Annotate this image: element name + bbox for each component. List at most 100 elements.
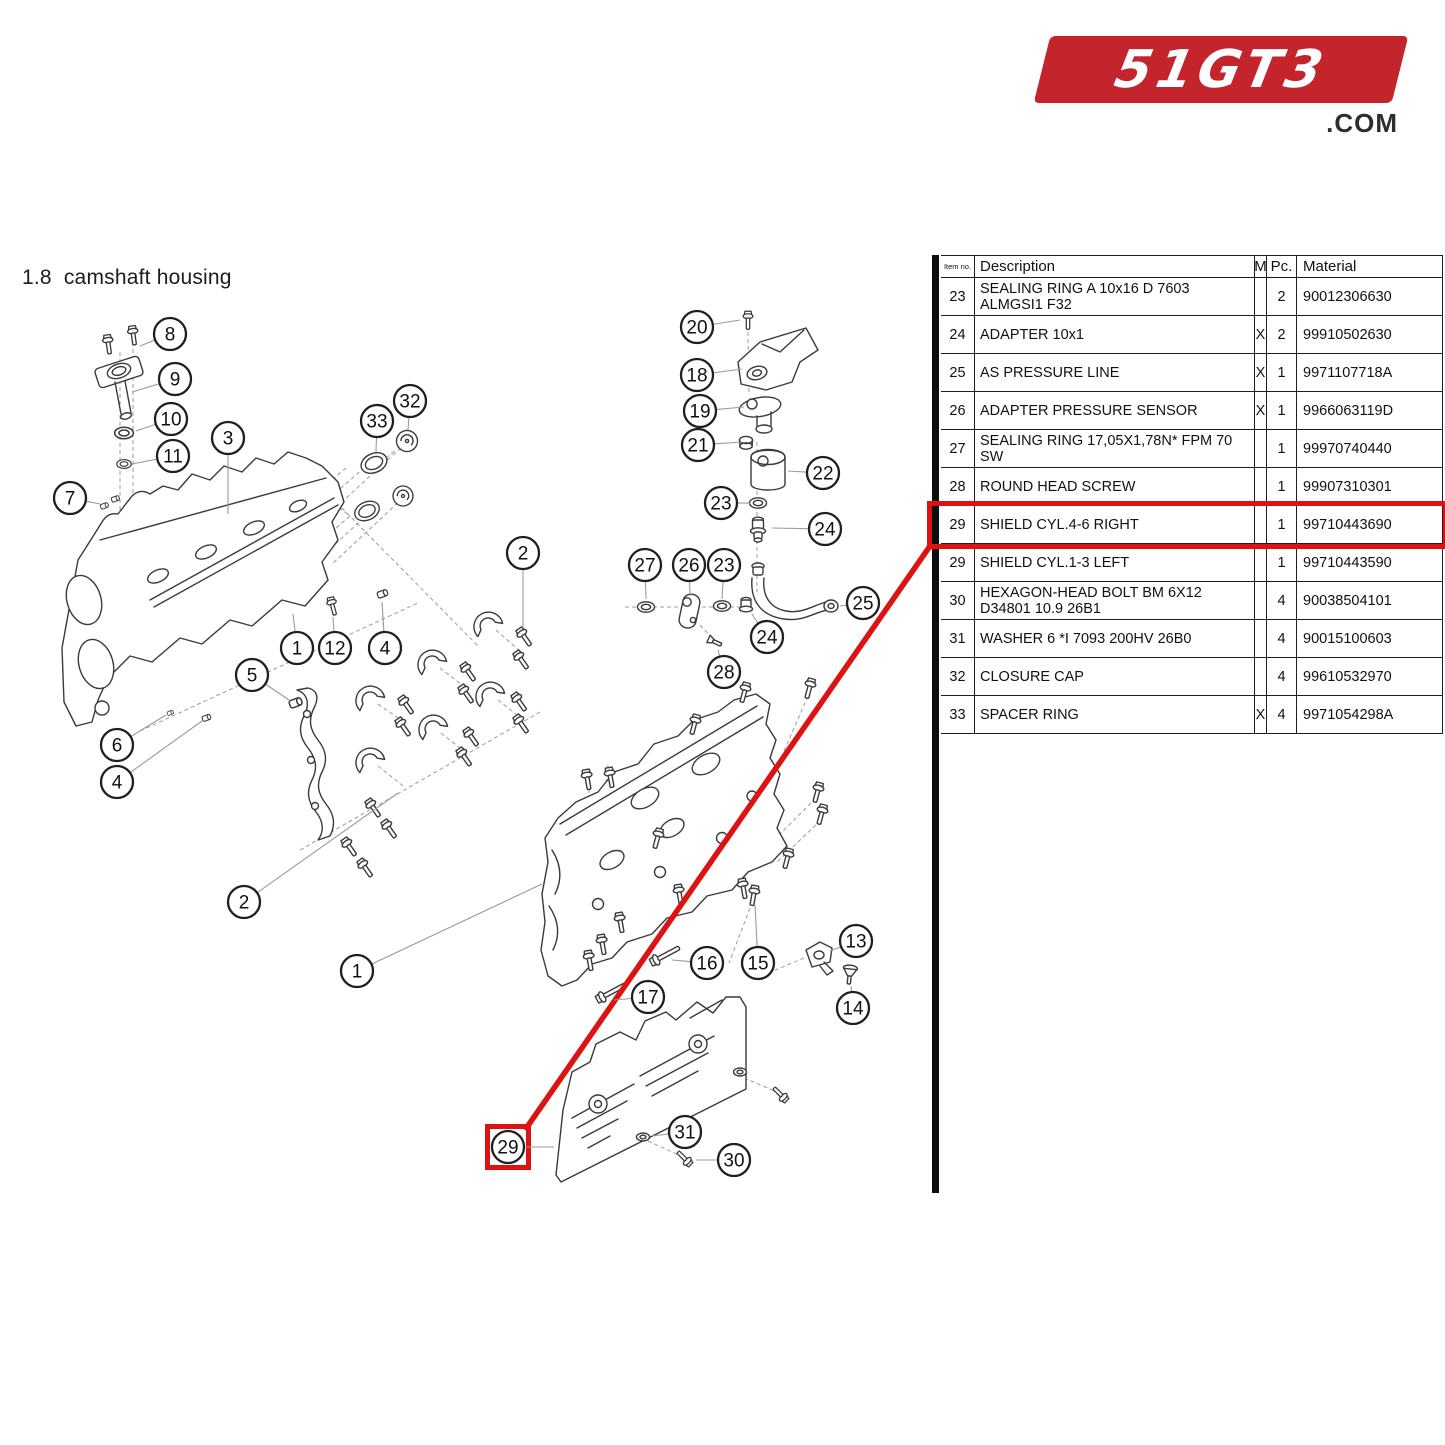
leader-line (671, 959, 691, 963)
adapter-fitting-lower (738, 596, 754, 613)
svg-text:19: 19 (689, 402, 710, 423)
pressure-line-assembly (636, 310, 839, 647)
callout-21: 21 (680, 427, 716, 463)
callout-27: 27 (627, 547, 663, 583)
cell-m (1255, 544, 1267, 582)
callout-17: 17 (630, 979, 666, 1015)
leader-line (86, 500, 101, 505)
cell-desc: SEALING RING A 10x16 D 7603 ALMGSI1 F32 (975, 278, 1255, 316)
callout-12: 12 (317, 630, 353, 666)
cell-m (1255, 658, 1267, 696)
svg-text:10: 10 (160, 410, 181, 431)
svg-text:1: 1 (352, 962, 363, 983)
callout-14: 14 (835, 990, 871, 1026)
cell-desc: SEALING RING 17,05X1,78N* FPM 70 SW (975, 430, 1255, 468)
pressure-line-pipe (751, 562, 839, 621)
svg-text:29: 29 (497, 1138, 518, 1159)
callout-1: 1 (339, 953, 375, 989)
callout-13: 13 (838, 923, 874, 959)
callout-1: 1 (279, 630, 315, 666)
cell-pc: 1 (1267, 430, 1297, 468)
cell-item: 32 (941, 658, 975, 696)
svg-text:2: 2 (239, 893, 250, 914)
cell-m (1255, 620, 1267, 658)
leader-line (839, 604, 847, 607)
cell-m (1255, 468, 1267, 506)
leader-line (721, 581, 724, 600)
leader-line (714, 441, 743, 445)
cell-mat: 99610532970 (1297, 658, 1443, 696)
svg-text:2: 2 (518, 544, 529, 565)
callout-26: 26 (671, 547, 707, 583)
svg-text:1: 1 (292, 639, 303, 660)
cell-item: 23 (941, 278, 975, 316)
svg-text:30: 30 (723, 1151, 744, 1172)
callout-4: 4 (367, 630, 403, 666)
svg-text:23: 23 (713, 556, 734, 577)
svg-text:24: 24 (814, 520, 836, 541)
highlight-connector-line (522, 544, 933, 1132)
cell-item: 29 (941, 544, 975, 582)
callout-30: 30 (716, 1142, 752, 1178)
callout-31: 31 (667, 1114, 703, 1150)
callout-6: 6 (99, 727, 135, 763)
svg-text:26: 26 (678, 556, 699, 577)
leader-line (381, 601, 385, 632)
svg-text:14: 14 (842, 999, 864, 1020)
cell-mat: 90012306630 (1297, 278, 1443, 316)
callout-16: 16 (689, 945, 725, 981)
cell-desc: SPACER RING (975, 696, 1255, 734)
cell-pc: 4 (1267, 582, 1297, 620)
callout-2: 2 (505, 535, 541, 571)
svg-text:7: 7 (65, 489, 76, 510)
leader-line (135, 423, 156, 432)
col-header-material: Material (1297, 255, 1443, 278)
cell-m (1255, 278, 1267, 316)
cell-mat: 99910502630 (1297, 316, 1443, 354)
leader-line (716, 406, 745, 411)
cell-desc: SHIELD CYL.4-6 RIGHT (975, 506, 1255, 544)
callout-9: 9 (157, 361, 193, 397)
svg-text:27: 27 (634, 556, 655, 577)
cell-item: 28 (941, 468, 975, 506)
callout-23: 23 (703, 485, 739, 521)
cell-mat: 9971054298A (1297, 696, 1443, 734)
callout-25: 25 (845, 585, 881, 621)
leader-line (717, 649, 721, 656)
svg-text:12: 12 (324, 639, 345, 660)
svg-text:5: 5 (247, 666, 258, 687)
cell-desc: HEXAGON-HEAD BOLT BM 6X12 D34801 10.9 26… (975, 582, 1255, 620)
svg-text:8: 8 (165, 325, 176, 346)
sensor-bracket (678, 593, 701, 629)
camshaft-housing-upper (61, 451, 345, 727)
cell-pc: 4 (1267, 658, 1297, 696)
svg-text:18: 18 (686, 366, 707, 387)
leader-line (130, 720, 203, 773)
cell-mat: 90038504101 (1297, 582, 1443, 620)
cell-m: X (1255, 354, 1267, 392)
svg-text:4: 4 (112, 773, 123, 794)
svg-text:20: 20 (686, 318, 707, 339)
cell-m: X (1255, 316, 1267, 354)
cell-pc: 4 (1267, 620, 1297, 658)
leader-line (407, 417, 410, 431)
cell-pc: 1 (1267, 506, 1297, 544)
cell-item: 26 (941, 392, 975, 430)
leader-line (139, 339, 155, 347)
logo-51gt3[interactable]: 51GT3 (1033, 36, 1409, 103)
leader-line (292, 613, 296, 632)
